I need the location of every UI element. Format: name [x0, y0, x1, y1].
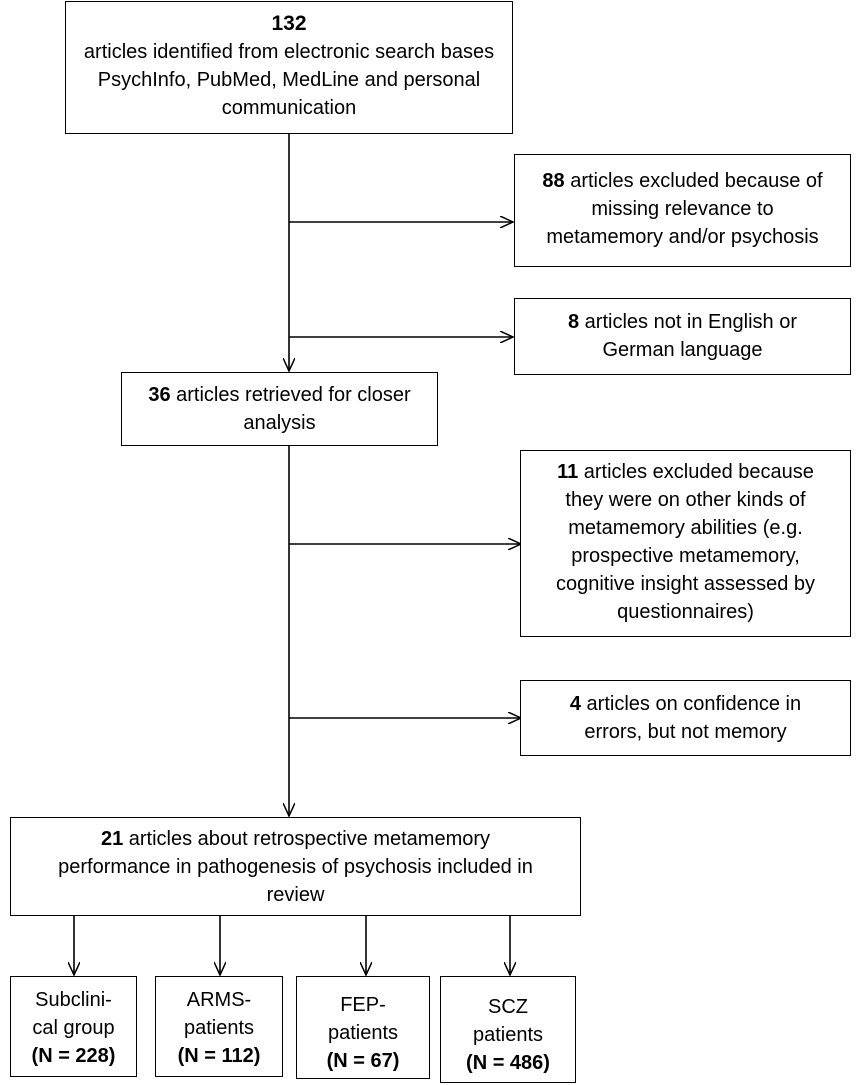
box-excluded-language: 8 articles not in English or German lang… [514, 298, 851, 375]
group-fep-line-1: FEP- [340, 994, 386, 1016]
box-group-fep: FEP- patients (N = 67) [296, 976, 430, 1079]
box-group-scz: SCZ patients (N = 486) [440, 976, 576, 1083]
text-excluded-language-line-2: German language [602, 339, 763, 361]
box-retrieved: 36 articles retrieved for closer analysi… [121, 372, 438, 446]
group-scz-line-1: SCZ [488, 996, 528, 1018]
group-fep-n: (N = 67) [326, 1050, 400, 1072]
text-retrieved-line-2: analysis [243, 412, 316, 434]
box-group-subclinical: Subclini- cal group (N = 228) [10, 976, 137, 1077]
text-excluded-confidence-line-1: 4 articles on confidence in [521, 690, 850, 718]
text-excluded-confidence-line-1-rest: articles on confidence in [580, 693, 802, 715]
count-excluded-relevance: 88 [542, 170, 565, 192]
text-retrieved-line-1-rest: articles retrieved for closer [170, 384, 411, 406]
text-excluded-other-line-4: prospective metamemory, [571, 545, 800, 567]
box-identified: 132 articles identified from electronic … [65, 1, 513, 134]
group-arms-line-1: ARMS- [186, 989, 252, 1011]
text-included-line-2: performance in pathogenesis of psychosis… [58, 856, 533, 878]
box-excluded-confidence: 4 articles on confidence in errors, but … [520, 680, 851, 756]
text-excluded-language-line-1: 8 articles not in English or [515, 308, 850, 336]
text-excluded-other-line-1: 11 articles excluded because [521, 458, 850, 486]
text-identified-line-3: communication [221, 97, 357, 119]
text-excluded-other-line-5: cognitive insight assessed by [555, 573, 816, 595]
count-excluded-language: 8 [567, 311, 580, 333]
box-group-arms: ARMS- patients (N = 112) [155, 976, 283, 1077]
text-excluded-other-line-1-rest: articles excluded because [578, 461, 814, 483]
group-arms-n: (N = 112) [177, 1045, 261, 1067]
count-included: 21 [100, 828, 124, 850]
group-subclinical-line-1: Subclini- [35, 989, 112, 1011]
text-included-line-3: review [266, 884, 325, 906]
text-excluded-relevance-line-3: metamemory and/or psychosis [546, 226, 819, 248]
count-excluded-other: 11 [557, 461, 579, 483]
box-included: 21 articles about retrospective metamemo… [10, 817, 581, 916]
group-arms-line-2: patients [183, 1017, 255, 1039]
group-subclinical-n: (N = 228) [31, 1045, 116, 1067]
text-identified-line-2: PsychInfo, PubMed, MedLine and personal [97, 69, 481, 91]
text-retrieved-line-1: 36 articles retrieved for closer [122, 381, 437, 409]
text-excluded-other-line-2: they were on other kinds of [565, 489, 806, 511]
text-included-line-1: 21 articles about retrospective metamemo… [11, 825, 580, 853]
text-excluded-other-line-6: questionnaires) [617, 601, 754, 623]
text-excluded-relevance-line-1-rest: articles excluded because of [564, 170, 823, 192]
box-excluded-other: 11 articles excluded because they were o… [520, 450, 851, 637]
text-identified-line-1: articles identified from electronic sear… [83, 41, 495, 63]
group-fep-line-2: patients [327, 1022, 399, 1044]
text-excluded-other-line-3: metamemory abilities (e.g. [568, 517, 803, 539]
group-scz-line-2: patients [472, 1024, 544, 1046]
text-included-line-1-rest: articles about retrospective metamemory [123, 828, 491, 850]
group-subclinical-line-2: cal group [32, 1017, 115, 1039]
count-excluded-confidence: 4 [569, 693, 581, 715]
text-excluded-relevance-line-1: 88 articles excluded because of [515, 167, 850, 195]
count-identified: 132 [271, 12, 307, 35]
count-retrieved: 36 [148, 384, 171, 406]
text-excluded-relevance-line-2: missing relevance to [591, 198, 774, 220]
group-scz-n: (N = 486) [466, 1052, 550, 1074]
text-excluded-confidence-line-2: errors, but not memory [584, 721, 787, 743]
text-excluded-language-line-1-rest: articles not in English or [579, 311, 797, 333]
box-excluded-relevance: 88 articles excluded because of missing … [514, 154, 851, 267]
